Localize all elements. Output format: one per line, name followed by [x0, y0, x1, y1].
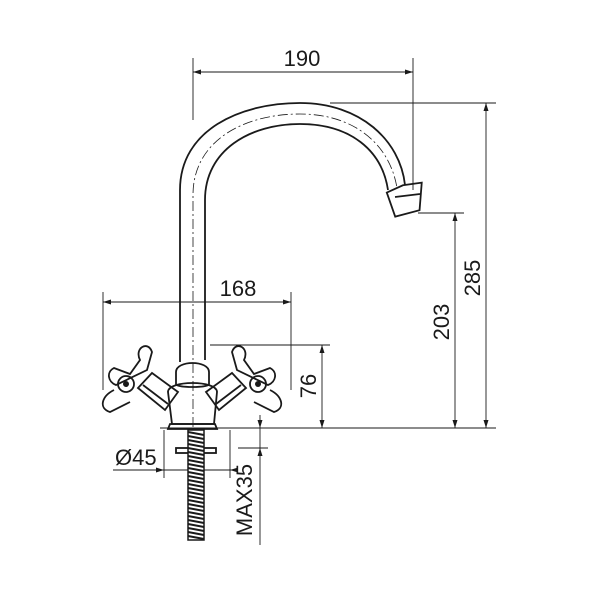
thread-line [187, 499, 205, 504]
dim-285-label: 285 [460, 260, 485, 297]
thread-line [187, 463, 205, 468]
thread-line [187, 483, 205, 488]
thread-line [187, 495, 205, 500]
dim-76-label: 76 [296, 374, 321, 398]
dim-168-label: 168 [220, 276, 257, 301]
thread-line [187, 443, 205, 448]
thread-line [187, 507, 205, 512]
thread-line [187, 475, 205, 480]
thread-line [187, 447, 205, 452]
dimension-labels: 190 168 285 203 76 Ø45 MAX35 [115, 46, 485, 536]
thread-line [187, 511, 205, 516]
thread-line [187, 435, 205, 440]
thread-line [187, 459, 205, 464]
thread-line [187, 491, 205, 496]
thread-line [187, 431, 205, 436]
thread-line [187, 487, 205, 492]
thread-line [187, 479, 205, 484]
thread-line [187, 471, 205, 476]
thread-line [187, 535, 205, 540]
dim-max35-label: MAX35 [232, 464, 257, 536]
mounting-stud [175, 429, 217, 541]
thread-line [187, 515, 205, 520]
thread-line [187, 451, 205, 456]
thread-line [187, 503, 205, 508]
dim-45-label: Ø45 [115, 445, 157, 470]
thread-line [187, 527, 205, 532]
thread-line [187, 455, 205, 460]
right-handle [204, 345, 283, 413]
dim-190-label: 190 [284, 46, 321, 71]
faucet-spout [179, 102, 423, 445]
thread-line [187, 439, 205, 444]
thread-line [187, 531, 205, 536]
dimension-lines [102, 58, 496, 545]
dim-203-label: 203 [429, 304, 454, 341]
thread-line [187, 519, 205, 524]
left-handle [101, 345, 180, 413]
thread-line [187, 467, 205, 472]
stud-threads [187, 431, 205, 540]
thread-line [187, 523, 205, 528]
